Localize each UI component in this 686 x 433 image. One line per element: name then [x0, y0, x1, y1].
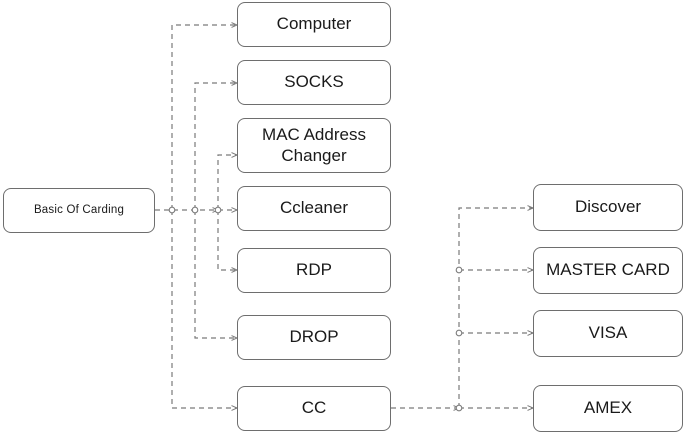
edge-j1-computer [171, 25, 237, 210]
junction-cc-trunk-dot [455, 404, 463, 412]
node-amex[interactable]: AMEX [533, 385, 683, 432]
junction-visa-dot [455, 329, 463, 337]
node-drop[interactable]: DROP [237, 315, 391, 360]
node-root-label: Basic Of Carding [33, 203, 125, 216]
node-ccleaner-label: Ccleaner [279, 198, 349, 218]
node-rdp-label: RDP [296, 260, 332, 280]
node-drop-label: DROP [289, 327, 339, 347]
node-master-card-label: MASTER CARD [546, 260, 670, 280]
node-socks[interactable]: SOCKS [237, 60, 391, 105]
node-computer[interactable]: Computer [237, 2, 391, 47]
edge-j3-mac [217, 155, 237, 210]
node-cc[interactable]: CC [237, 386, 391, 431]
node-socks-label: SOCKS [284, 72, 344, 92]
node-ccleaner[interactable]: Ccleaner [237, 186, 391, 231]
node-cc-label: CC [301, 398, 327, 418]
node-computer-label: Computer [276, 14, 352, 34]
node-discover-label: Discover [574, 197, 642, 217]
node-visa-label: VISA [588, 323, 628, 343]
edge-trunk-discover [458, 208, 533, 408]
edge-j2-drop [194, 210, 237, 338]
junction-2-dot [191, 206, 199, 214]
edge-j1-cc [171, 210, 237, 408]
junction-master-dot [455, 266, 463, 274]
edge-j2-socks [194, 83, 237, 210]
node-rdp[interactable]: RDP [237, 248, 391, 293]
node-mac-address-changer-label: MAC Address Changer [262, 125, 366, 165]
edge-j3-rdp [217, 210, 237, 270]
node-master-card[interactable]: MASTER CARD [533, 247, 683, 294]
node-discover[interactable]: Discover [533, 184, 683, 231]
node-root[interactable]: Basic Of Carding [3, 188, 155, 233]
junction-1-dot [168, 206, 176, 214]
junction-3-dot [214, 206, 222, 214]
node-amex-label: AMEX [583, 398, 633, 418]
node-visa[interactable]: VISA [533, 310, 683, 357]
node-mac-address-changer[interactable]: MAC Address Changer [237, 118, 391, 173]
